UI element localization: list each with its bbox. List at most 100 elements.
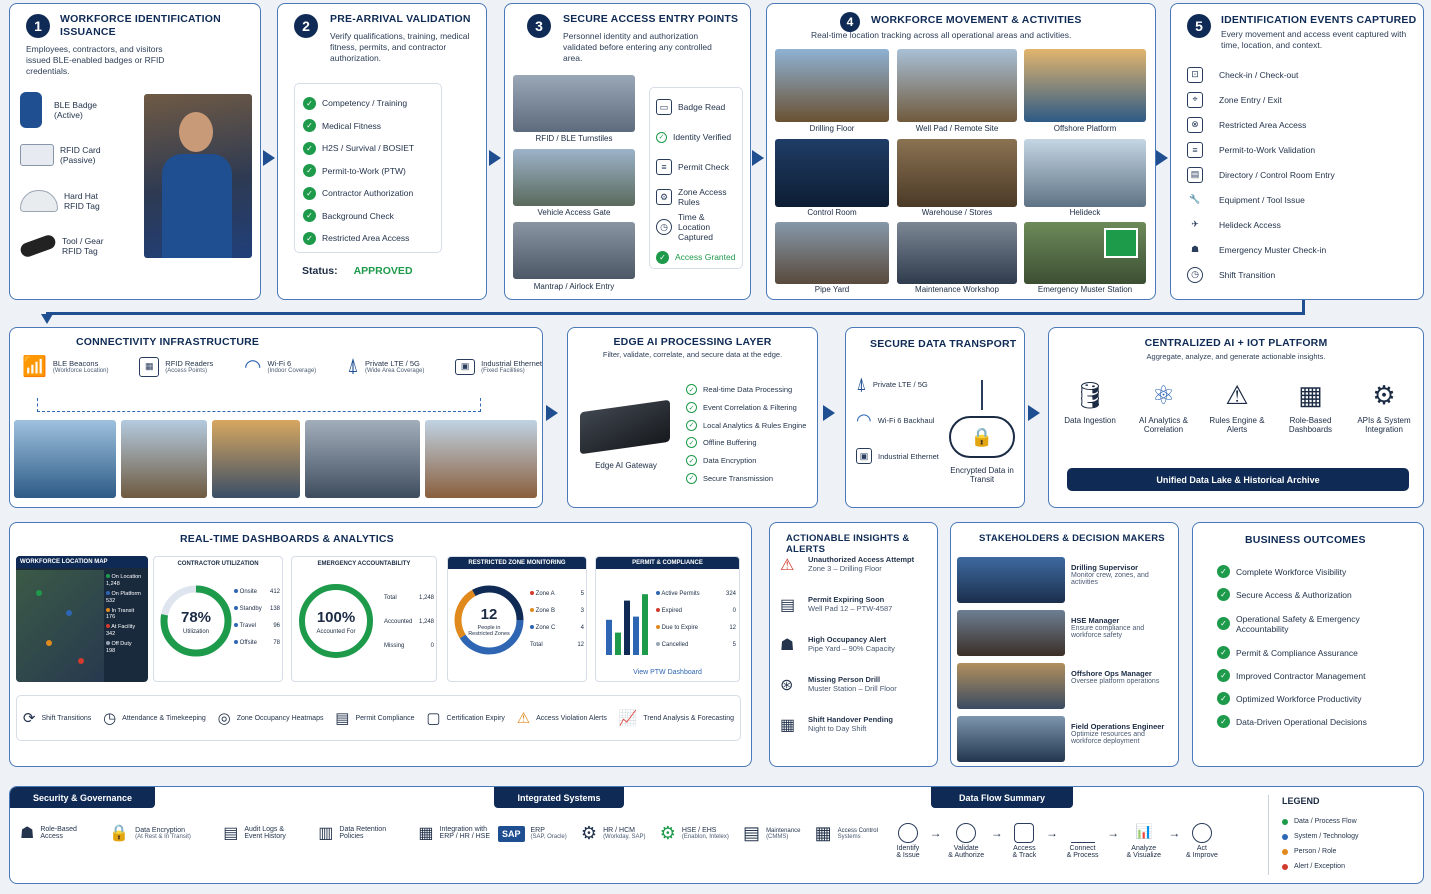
ethernet-icon: ▣ — [455, 358, 476, 375]
accountability-ring — [299, 584, 373, 658]
view-ptw-link[interactable]: View PTW Dashboard — [633, 669, 702, 676]
rfid-reader-icon: ▦ — [139, 356, 160, 377]
panel-description: Verify qualifications, training, medical… — [330, 31, 470, 64]
area-caption: Warehouse / Stores — [921, 208, 993, 217]
panel-workforce-movement: 4 Workforce Movement & Activities Real-t… — [766, 3, 1156, 300]
legend-item: System / Technology — [1282, 829, 1412, 844]
check-icon: ✓ — [303, 186, 316, 200]
check-item: ✓Competency / Training — [303, 92, 433, 115]
event-item: ⊡Check-in / Check-out — [1187, 62, 1407, 87]
check-icon: ✓ — [686, 455, 697, 467]
legend-swatch — [1282, 833, 1288, 840]
capability-item: ✓Offline Buffering — [686, 434, 816, 452]
trend-icon: 📈 — [618, 710, 638, 727]
gear-icon: ⚙ — [1372, 380, 1396, 410]
event-item: ☗Emergency Muster Check-in — [1187, 237, 1407, 262]
panel-stakeholders: Stakeholders & Decision Makers Drilling … — [950, 522, 1179, 767]
check-item: ✓Contractor Authorization — [303, 182, 433, 205]
outcome-item: ✓Operational Safety & Emergency Accounta… — [1217, 606, 1417, 641]
flow-connector — [41, 314, 53, 324]
panel-description: Real-time location tracking across all o… — [811, 30, 1072, 40]
flow-step: Identify& Issue — [890, 823, 926, 859]
utilization-value: 78% — [180, 609, 212, 626]
zone-icon: ⌖ — [1187, 91, 1203, 108]
legend-items: Data / Process Flow System / Technology … — [1282, 814, 1412, 874]
check-icon: ✓ — [686, 419, 697, 431]
step-number: 5 — [1187, 14, 1211, 38]
check-icon: ✓ — [1217, 588, 1230, 601]
permit-bar — [624, 600, 630, 655]
legend-item: Alert / Exception — [1282, 859, 1412, 874]
cell-tower-icon: ⍋ — [346, 355, 359, 377]
card-title: Permit & Compliance — [596, 557, 739, 569]
credential-sub: (Active) — [54, 110, 83, 120]
area-photo — [897, 49, 1017, 122]
area-caption: Well Pad / Remote Site — [915, 124, 999, 133]
panel-dashboards: Real-Time Dashboards & Analytics Workfor… — [9, 522, 752, 767]
restricted-icon: ⊗ — [1187, 116, 1203, 133]
database-icon: 🛢 — [1073, 380, 1107, 410]
feature-item: ▤Permit Compliance — [335, 710, 415, 727]
sap-icon: SAP — [498, 825, 525, 842]
panel-title: Secure Access Entry Points — [563, 13, 739, 25]
step-number: 4 — [840, 12, 860, 32]
people-icon: ☗ — [1190, 244, 1200, 254]
warning-icon: ⚠ — [780, 557, 795, 574]
credential-label: RFID Card — [60, 145, 101, 155]
card-title: Restricted Zone Monitoring — [448, 557, 586, 569]
flow-step: Connect& Process — [1062, 823, 1104, 859]
area-photo — [1024, 49, 1146, 122]
person-search-icon: ⊛ — [780, 677, 794, 694]
legend-item: Person / Role — [1282, 844, 1412, 859]
antenna-icon: 📶 — [22, 356, 47, 378]
flow-arrow — [752, 150, 764, 166]
stakeholder-photo — [957, 663, 1065, 709]
flow-step: Validate& Authorize — [945, 823, 987, 859]
panel-title: Connectivity Infrastructure — [76, 336, 260, 348]
cloud-lock-icon: 🔒 — [949, 416, 1015, 458]
check-item: ✓Restricted Area Access — [303, 227, 433, 250]
security-item: 🔒Data Encryption(At Rest & In Transit) — [109, 825, 191, 842]
legend-swatch — [1282, 863, 1288, 870]
site-photo — [121, 420, 207, 498]
flow-step: Access& Track — [1006, 823, 1042, 859]
card-title: Workforce Location Map — [16, 556, 148, 568]
check-item: ✓Background Check — [303, 205, 433, 228]
calendar-icon: ▦ — [780, 717, 796, 734]
panel-pre-arrival-validation: 2 Pre-Arrival Validation Verify qualific… — [277, 3, 487, 300]
map-area — [16, 570, 104, 682]
zone-count-label: People in Restricted Zones — [468, 625, 510, 638]
image-caption: RFID / BLE Turnstiles — [535, 134, 613, 143]
accountability-value: 100% — [316, 609, 356, 626]
credential-sub: RFID Tag — [64, 201, 100, 211]
flow-arrow — [1156, 150, 1168, 166]
hard-hat-icon — [20, 190, 58, 212]
outcome-item: ✓Permit & Compliance Assurance — [1217, 641, 1417, 664]
rfid-card-icon — [20, 144, 54, 166]
outcome-list: ✓Complete Workforce Visibility ✓Secure A… — [1217, 560, 1417, 733]
tool-tag-icon — [18, 233, 58, 259]
system-item: ⚙HSE / EHS(Enablon, Intelex) — [659, 823, 729, 843]
panel-title: Real-Time Dashboards & Analytics — [180, 533, 394, 545]
access-step: ⚙Zone Access Rules — [656, 182, 736, 212]
transport-item: ◠Wi-Fi 6 Backhaul — [856, 409, 935, 430]
area-caption: Maintenance Workshop — [915, 285, 999, 294]
users-icon: ☗ — [20, 825, 35, 842]
stakeholder-photo — [957, 610, 1065, 656]
flow-steps: Identify& Issue → Validate& Authorize → … — [890, 823, 1220, 859]
legend-item: Data / Process Flow — [1282, 814, 1412, 829]
platform-module: ⚛AI Analytics & Correlation — [1129, 380, 1199, 434]
credential-sub: RFID Tag — [62, 246, 98, 256]
access-badge-icon — [1014, 823, 1035, 843]
flow-connector — [1302, 300, 1305, 314]
status-badge: APPROVED — [353, 265, 413, 277]
